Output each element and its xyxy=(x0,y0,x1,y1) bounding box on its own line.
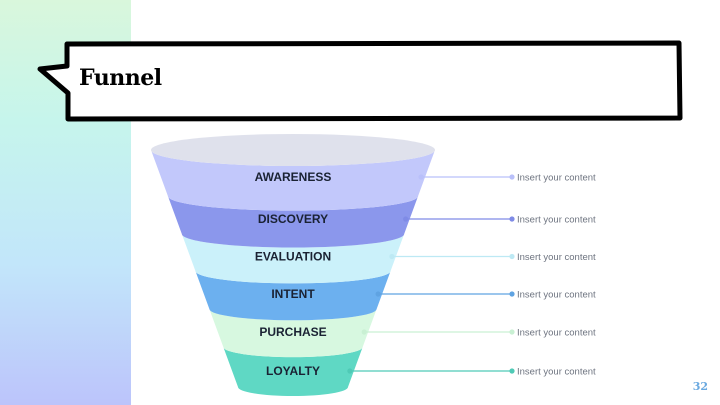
callout-dot-start-intent xyxy=(375,291,381,297)
callout-text-loyalty: Insert your content xyxy=(517,367,596,378)
callout-text-intent: Insert your content xyxy=(517,290,596,301)
funnel-band-evaluation xyxy=(181,234,405,284)
stage-label-evaluation: EVALUATION xyxy=(255,250,331,264)
callout-dot-end-awareness xyxy=(509,174,515,180)
callout-dot-start-evaluation xyxy=(389,253,395,260)
funnel-band-discovery xyxy=(167,196,419,248)
funnel-band-intent xyxy=(195,271,391,321)
funnel-band-awareness xyxy=(151,150,435,211)
callout-dot-end-intent xyxy=(509,291,515,297)
callout-text-evaluation: Insert your content xyxy=(517,252,596,263)
callout-dot-start-loyalty xyxy=(347,368,353,374)
callout-dot-end-loyalty xyxy=(509,368,515,374)
stage-label-awareness: AWARENESS xyxy=(255,170,332,184)
funnel-band-purchase xyxy=(209,309,377,358)
stage-label-discovery: DISCOVERY xyxy=(258,212,328,226)
funnel-band-loyalty xyxy=(223,347,363,396)
page-title: Funnel xyxy=(79,65,162,91)
callout-text-awareness: Insert your content xyxy=(517,173,596,184)
page-number: 32 xyxy=(692,380,708,393)
callout-dot-start-awareness xyxy=(418,174,424,180)
funnel-bands xyxy=(151,150,435,396)
stage-label-intent: INTENT xyxy=(271,287,315,301)
callout-text-purchase: Insert your content xyxy=(517,328,596,339)
callout-dot-end-discovery xyxy=(509,216,515,222)
stage-label-purchase: PURCHASE xyxy=(259,325,326,339)
stage-label-loyalty: LOYALTY xyxy=(266,364,320,378)
funnel-top-rim xyxy=(151,134,435,166)
callout-dot-start-purchase xyxy=(361,329,367,335)
callout-dot-start-discovery xyxy=(403,216,409,222)
callout-text-discovery: Insert your content xyxy=(517,215,596,226)
callout-dot-end-purchase xyxy=(509,329,515,335)
callout-dot-end-evaluation xyxy=(509,253,515,260)
funnel-labels: AWARENESS DISCOVERY EVALUATION INTENT PURCHA… xyxy=(255,170,332,378)
